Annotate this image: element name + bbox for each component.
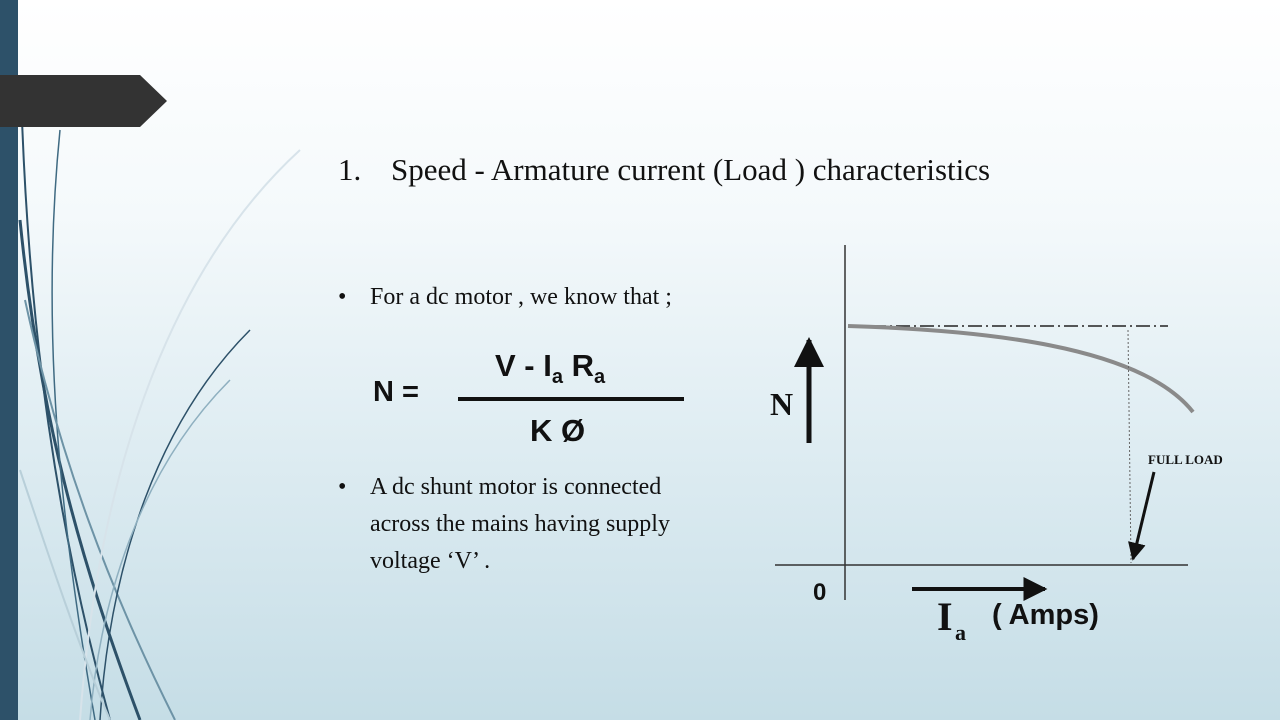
x-axis-unit: ( Amps): [992, 599, 1099, 631]
fraction-bar: [458, 397, 684, 401]
x-axis-subscript: a: [955, 620, 966, 645]
bullet-dot: •: [338, 284, 347, 310]
full-load-arrow: [1128, 471, 1156, 561]
formula-denominator: K Ø: [530, 413, 586, 448]
formula-numerator: V - Ia Ra: [495, 348, 605, 389]
bullet-2-line-3: voltage ‘V’ .: [370, 548, 491, 574]
origin-label: 0: [813, 579, 826, 606]
numerator-r: R: [562, 348, 594, 383]
x-axis-label: I: [937, 594, 953, 639]
title-tab-shape: [0, 75, 167, 127]
bullet-2-line-1: A dc shunt motor is connected: [370, 474, 662, 500]
bullet-2-line-2: across the mains having supply: [370, 511, 670, 537]
full-load-label: FULL LOAD: [1148, 452, 1223, 467]
bullet-dot: •: [338, 474, 347, 500]
title-number: 1.: [338, 152, 362, 187]
title-text: Speed - Armature current (Load ) charact…: [391, 152, 991, 187]
formula-lhs: N =: [373, 376, 419, 408]
full-load-dropline: [1127, 329, 1132, 564]
numerator-sub-1: a: [551, 366, 563, 389]
speed-curve: [847, 324, 1195, 414]
bullet-1-text: For a dc motor , we know that ;: [370, 284, 672, 310]
numerator-sub-2: a: [593, 366, 606, 389]
left-accent-bar: [0, 0, 18, 720]
y-axis-label: N: [770, 386, 793, 422]
slide-title: 1. Speed - Armature current (Load ) chara…: [338, 152, 990, 188]
numerator-v-i: V - I: [495, 348, 552, 383]
